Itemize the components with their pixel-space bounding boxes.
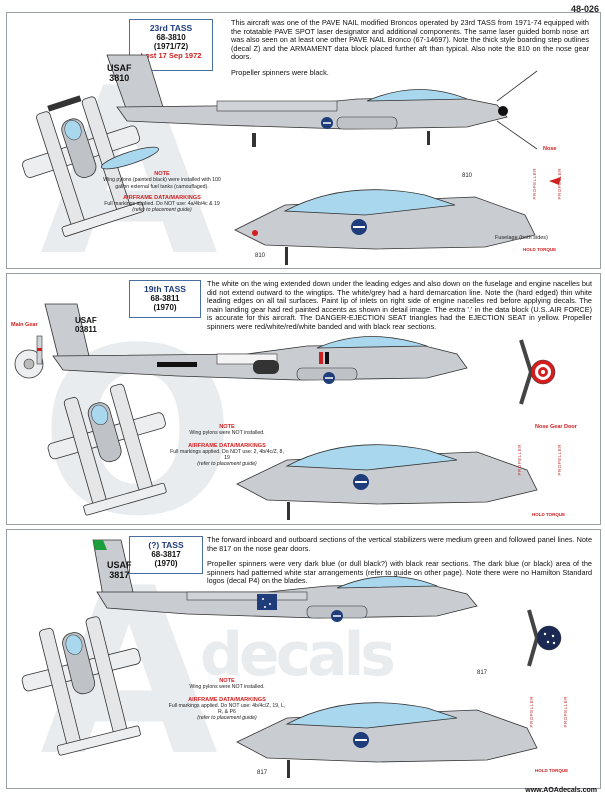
underside-view-drawing xyxy=(236,444,538,520)
nose-gear-number: 810 xyxy=(255,253,266,259)
top-view-drawing xyxy=(47,383,167,516)
side-view-drawing xyxy=(106,54,538,150)
serial-number: 68-3811 xyxy=(150,294,180,303)
propeller-stencil: PROPELLER xyxy=(529,696,534,728)
nose-gear-number: 810 xyxy=(462,173,473,179)
service-year: (1970) xyxy=(154,559,178,568)
nose-gear-number: 817 xyxy=(257,770,268,776)
note-text: Wing pylons (painted black) were install… xyxy=(103,177,221,190)
watermark-word: decals xyxy=(200,620,396,690)
unit-name: (?) TASS xyxy=(148,540,184,550)
note-text: Wing pylons were NOT installed. xyxy=(189,684,265,691)
note-title: NOTE xyxy=(219,424,235,430)
nose-art-icon xyxy=(549,177,561,185)
airframe-ref-text: (refer to placement guide) xyxy=(132,207,192,214)
airframe-title: AIRFRAME DATA/MARKINGS xyxy=(188,442,266,449)
footer-url: www.AOAdecals.com xyxy=(525,787,597,794)
description-paragraph: The forward inboard and outboard section… xyxy=(207,535,592,553)
description-paragraph: Propeller spinners were black. xyxy=(231,67,329,77)
underside-view-drawing xyxy=(236,702,538,778)
airframe-text: Full markings applied. Do NOT use: 4b/4c… xyxy=(168,702,286,716)
note-block: NOTE Wing pylons were NOT installed. AIR… xyxy=(167,424,287,468)
fuel-tank-drawing xyxy=(101,146,159,170)
side-view-drawing xyxy=(92,539,478,622)
airframe-ref-text: (refer to placement guide) xyxy=(197,715,257,722)
tail-number: 03811 xyxy=(75,325,97,334)
airframe-ref-text: (refer to placement guide) xyxy=(197,461,257,468)
top-view-drawing xyxy=(21,616,141,756)
propeller-spinner-drawing xyxy=(519,339,556,405)
callout-main-gear: Main Gear xyxy=(11,322,38,328)
airframe-ref: (refer to placement guide) xyxy=(167,715,287,721)
description-text: This aircraft was one of the PAVE NAIL m… xyxy=(231,18,589,78)
airframe-title: AIRFRAME DATA/MARKINGS xyxy=(123,194,201,201)
hold-torque-stencil: HOLD TORQUE xyxy=(535,768,569,773)
airframe-text: Full markings applied. Do NOT use: 2, 4b… xyxy=(170,448,284,462)
nose-gear-number: 817 xyxy=(477,670,488,676)
tail-usaf: USAF xyxy=(75,316,97,325)
note-title: NOTE xyxy=(219,678,235,684)
tail-number: 3817 xyxy=(109,570,130,580)
tail-marking: USAF 3810 xyxy=(107,63,132,83)
underside-view-drawing xyxy=(234,189,536,265)
tail-marking: USAF 3817 xyxy=(107,560,132,580)
unit-name: 19th TASS xyxy=(144,284,186,294)
profile-panel-1: 23rd TASS 68-3810 (1971/72) Lost 17 Sep … xyxy=(6,12,601,269)
tail-number: 3810 xyxy=(109,73,130,83)
airframe-text: Full markings applied. Do NOT use: 4a/4b… xyxy=(104,201,220,208)
note-text: Wing pylons were NOT installed. xyxy=(189,430,265,437)
propeller-stencil: PROPELLER xyxy=(563,696,568,728)
callout-nose: Nose xyxy=(543,146,557,152)
serial-number: 68-3817 xyxy=(151,550,181,559)
service-year: (1971/72) xyxy=(153,42,189,51)
propeller-stencil: PROPELLER xyxy=(532,168,537,200)
tail-usaf: USAF xyxy=(107,560,132,570)
callout-fuselage: Fuselage (both sides) xyxy=(495,235,548,241)
propeller-stencil: PROPELLER xyxy=(557,444,562,476)
top-view-drawing xyxy=(22,95,145,237)
tail-marking: USAF 03811 xyxy=(75,316,97,334)
hold-torque-stencil: HOLD TORQUE xyxy=(532,512,566,517)
unit-name: 23rd TASS xyxy=(149,23,193,33)
profile-panel-3: (?) TASS 68-3817 (1970) The forward inbo… xyxy=(6,529,601,789)
profile-panel-2: Main Gear 19th TASS 68-3811 (1970) The w… xyxy=(6,273,601,525)
tail-usaf: USAF xyxy=(107,63,132,73)
note-title: NOTE xyxy=(154,171,170,177)
description-text: The white on the wing extended down unde… xyxy=(207,279,592,332)
description-paragraph: Propeller spinners were very dark blue (… xyxy=(207,559,592,586)
note-block: NOTE Wing pylons were NOT installed. AIR… xyxy=(167,678,287,722)
aircraft-id-box: (?) TASS 68-3817 (1970) xyxy=(129,536,203,574)
note-block: NOTE Wing pylons (painted black) were in… xyxy=(102,171,222,214)
propeller-stencil: PROPELLER xyxy=(517,444,522,476)
description-paragraph: This aircraft was one of the PAVE NAIL m… xyxy=(231,18,589,62)
description-paragraph: The white on the wing extended down unde… xyxy=(207,279,592,331)
aircraft-id-box: 19th TASS 68-3811 (1970) xyxy=(129,280,201,318)
callout-nose-gear-door: Nose Gear Door xyxy=(535,424,577,430)
hold-torque-stencil: HOLD TORQUE xyxy=(523,247,557,252)
lost-date: Lost 17 Sep 1972 xyxy=(140,51,202,60)
main-gear-detail-drawing xyxy=(14,335,44,379)
airframe-title: AIRFRAME DATA/MARKINGS xyxy=(188,696,266,703)
service-year: (1970) xyxy=(153,303,177,312)
airframe-ref: (refer to placement guide) xyxy=(102,207,222,213)
propeller-spinner-drawing xyxy=(527,609,562,667)
serial-number: 68-3810 xyxy=(156,33,186,42)
sheet-number: 48-026 xyxy=(570,4,599,14)
description-text: The forward inboard and outboard section… xyxy=(207,535,592,586)
side-view-drawing xyxy=(44,303,468,384)
airframe-ref: (refer to placement guide) xyxy=(167,461,287,467)
propeller-stencil: PROPELLER xyxy=(557,168,562,200)
